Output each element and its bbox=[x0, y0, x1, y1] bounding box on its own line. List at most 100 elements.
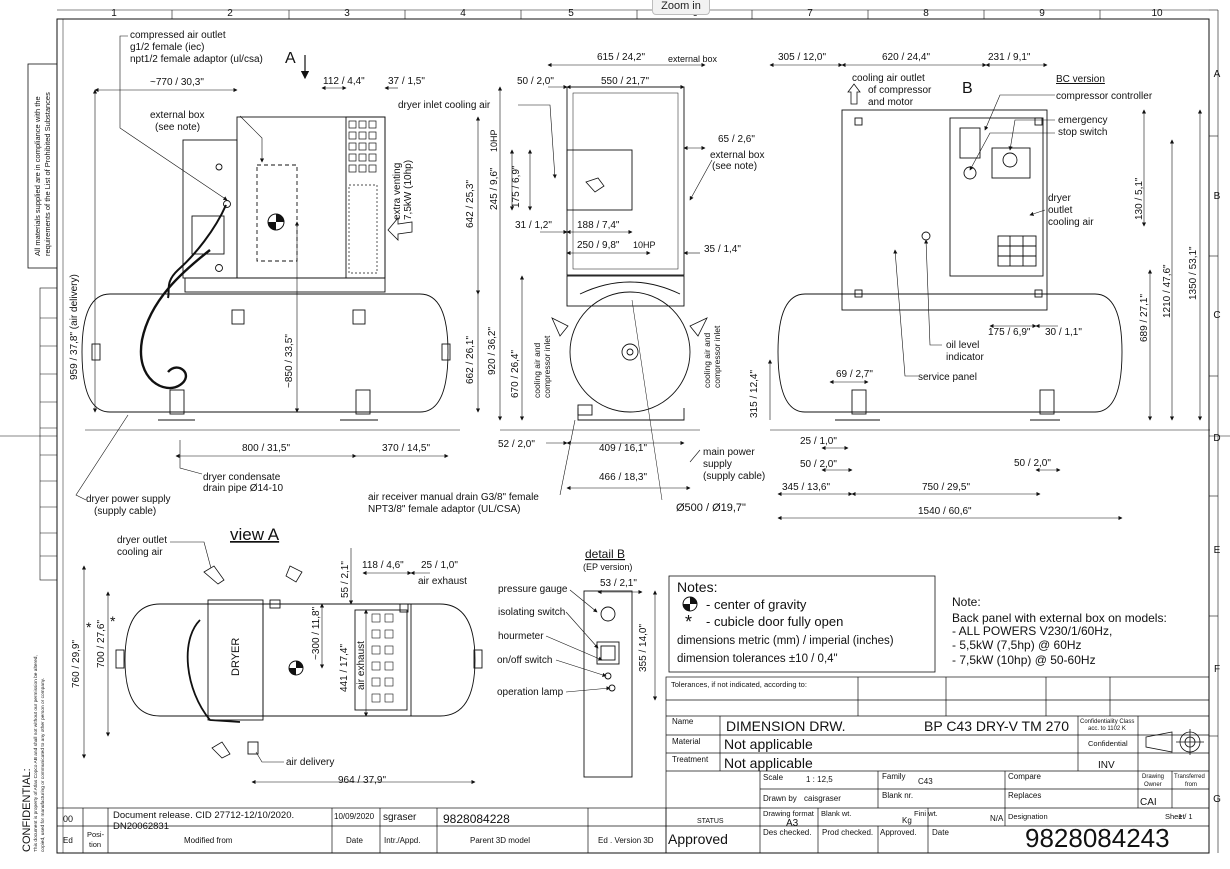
svg-text:Approved.: Approved. bbox=[880, 828, 916, 837]
svg-text:BC version: BC version bbox=[1056, 74, 1105, 85]
svg-text:50 / 2,0": 50 / 2,0" bbox=[800, 459, 837, 470]
grid-row-f: F bbox=[1214, 664, 1220, 675]
svg-text:- 7,5kW (10hp) @ 50-60Hz: - 7,5kW (10hp) @ 50-60Hz bbox=[952, 653, 1096, 667]
svg-text:642 / 25,3": 642 / 25,3" bbox=[465, 180, 476, 228]
svg-text:operation lamp: operation lamp bbox=[497, 687, 564, 698]
zoom-in-button[interactable]: Zoom in bbox=[652, 0, 710, 15]
svg-text:dryer condensate: dryer condensate bbox=[203, 472, 281, 483]
svg-text:NPT3/8" female adaptor (UL/CSA: NPT3/8" female adaptor (UL/CSA) bbox=[368, 504, 521, 515]
svg-text:Blank wt.: Blank wt. bbox=[821, 809, 851, 818]
svg-text:external box: external box bbox=[150, 110, 204, 121]
svg-text:- cubicle door fully open: - cubicle door fully open bbox=[706, 614, 843, 629]
view-a-dimension-lines bbox=[81, 548, 476, 785]
svg-text:emergency: emergency bbox=[1058, 115, 1107, 126]
svg-text:188 / 7,4": 188 / 7,4" bbox=[577, 220, 620, 231]
svg-text:A3: A3 bbox=[786, 818, 799, 829]
svg-text:700 / 27,6": 700 / 27,6" bbox=[96, 620, 107, 668]
svg-text:620 / 24,4": 620 / 24,4" bbox=[882, 52, 930, 63]
svg-text:cooling air: cooling air bbox=[117, 547, 163, 558]
svg-text:caisgraser: caisgraser bbox=[804, 794, 841, 803]
side-dimension-lines bbox=[497, 62, 706, 501]
svg-text:Note:: Note: bbox=[952, 595, 981, 609]
svg-text:Transferred: Transferred bbox=[1174, 774, 1205, 780]
svg-text:DRYER: DRYER bbox=[230, 638, 242, 676]
svg-text:Family: Family bbox=[882, 772, 906, 781]
svg-text:315 / 12,4": 315 / 12,4" bbox=[749, 370, 760, 418]
svg-text:Owner: Owner bbox=[1144, 782, 1162, 788]
svg-text:DIMENSION DRW.: DIMENSION DRW. bbox=[726, 718, 846, 734]
detail-b bbox=[583, 590, 633, 778]
svg-text:view A: view A bbox=[230, 525, 280, 544]
svg-text:Replaces: Replaces bbox=[1008, 791, 1041, 800]
svg-text:INV: INV bbox=[1098, 760, 1115, 771]
svg-text:1210 / 47,6": 1210 / 47,6" bbox=[1162, 264, 1173, 318]
svg-text:indicator: indicator bbox=[946, 352, 984, 363]
svg-text:175 / 6,9": 175 / 6,9" bbox=[988, 327, 1031, 338]
svg-text:Treatment: Treatment bbox=[672, 755, 709, 764]
svg-text:Notes:: Notes: bbox=[677, 579, 717, 595]
svg-text:760 / 29,9": 760 / 29,9" bbox=[71, 640, 82, 688]
svg-text:959 / 37,8" (air delivery): 959 / 37,8" (air delivery) bbox=[69, 274, 80, 380]
svg-text:355 / 14,0": 355 / 14,0" bbox=[638, 624, 649, 672]
view-a-flow-arrows bbox=[203, 565, 303, 759]
front-labels: compressed air outlet g1/2 female (iec) … bbox=[69, 30, 476, 517]
svg-text:from: from bbox=[1185, 782, 1197, 788]
svg-text:CAI: CAI bbox=[1140, 797, 1157, 808]
svg-text:- 5,5kW (7,5hp) @ 60Hz: - 5,5kW (7,5hp) @ 60Hz bbox=[952, 638, 1082, 652]
svg-text:Des checked.: Des checked. bbox=[763, 828, 811, 837]
svg-text:*: * bbox=[110, 613, 116, 629]
svg-text:750 / 29,5": 750 / 29,5" bbox=[922, 482, 970, 493]
svg-text:69 / 2,7": 69 / 2,7" bbox=[836, 369, 873, 380]
grid-col-4: 4 bbox=[460, 8, 466, 19]
center-of-gravity-icon bbox=[267, 213, 285, 231]
detail-b-dims bbox=[545, 589, 658, 701]
grid-col-8: 8 bbox=[923, 8, 929, 19]
svg-text:of compressor: of compressor bbox=[868, 85, 932, 96]
grid-col-3: 3 bbox=[344, 8, 350, 19]
svg-text:1 / 1: 1 / 1 bbox=[1178, 812, 1193, 821]
svg-text:30 / 1,1": 30 / 1,1" bbox=[1045, 327, 1082, 338]
svg-text:Scale: Scale bbox=[763, 773, 784, 782]
svg-text:Prod checked.: Prod checked. bbox=[822, 828, 873, 837]
grid-row-b: B bbox=[1214, 191, 1221, 202]
svg-text:130 / 5,1": 130 / 5,1" bbox=[1134, 177, 1145, 220]
flow-arrow-icon bbox=[387, 216, 413, 241]
svg-text:isolating switch: isolating switch bbox=[498, 607, 565, 618]
svg-text:Name: Name bbox=[672, 717, 694, 726]
view-a bbox=[115, 599, 483, 755]
view-a-center-of-gravity-icon bbox=[288, 660, 304, 676]
svg-text:Sheet: Sheet bbox=[1165, 812, 1186, 821]
rear-leaders bbox=[893, 94, 1055, 377]
svg-text:C43: C43 bbox=[918, 777, 933, 786]
svg-text:52 / 2,0": 52 / 2,0" bbox=[498, 439, 535, 450]
svg-text:stop switch: stop switch bbox=[1058, 127, 1107, 138]
projection-symbol-icon bbox=[1145, 729, 1204, 755]
svg-text:441 / 17,4": 441 / 17,4" bbox=[339, 644, 350, 692]
svg-text:920 / 36,2": 920 / 36,2" bbox=[487, 327, 498, 375]
svg-text:~850 / 33,5": ~850 / 33,5" bbox=[284, 334, 295, 388]
svg-text:10HP: 10HP bbox=[489, 129, 499, 152]
svg-text:Posi-: Posi- bbox=[87, 830, 105, 839]
grid-ticks bbox=[171, 10, 1218, 737]
title-block-text: Tolerances, if not indicated, according … bbox=[668, 680, 1205, 853]
svg-text:231 / 9,1": 231 / 9,1" bbox=[988, 52, 1031, 63]
notes-center-of-gravity-icon bbox=[682, 596, 698, 612]
svg-text:on/off switch: on/off switch bbox=[497, 655, 552, 666]
svg-text:466 / 18,3": 466 / 18,3" bbox=[599, 472, 647, 483]
svg-text:oil level: oil level bbox=[946, 340, 979, 351]
side-leaders bbox=[518, 104, 713, 496]
svg-text:409 / 16,1": 409 / 16,1" bbox=[599, 443, 647, 454]
title-block-grid bbox=[665, 676, 1210, 854]
svg-text:Parent 3D model: Parent 3D model bbox=[470, 836, 530, 845]
svg-text:25 / 1,0": 25 / 1,0" bbox=[421, 560, 458, 571]
svg-text:dimensions metric (mm) / imper: dimensions metric (mm) / imperial (inche… bbox=[677, 635, 894, 647]
svg-text:Confidential: Confidential bbox=[1088, 739, 1128, 748]
svg-text:air exhaust: air exhaust bbox=[418, 576, 467, 587]
svg-text:A: A bbox=[285, 50, 296, 67]
svg-text:This document is property of A: This document is property of Atlas Copco… bbox=[33, 655, 39, 852]
svg-text:Approved: Approved bbox=[668, 831, 728, 847]
revision-text: 00 Document release. CID 27712-12/10/202… bbox=[63, 810, 654, 849]
svg-text:*: * bbox=[685, 612, 692, 632]
view-a-leaders bbox=[170, 541, 284, 763]
